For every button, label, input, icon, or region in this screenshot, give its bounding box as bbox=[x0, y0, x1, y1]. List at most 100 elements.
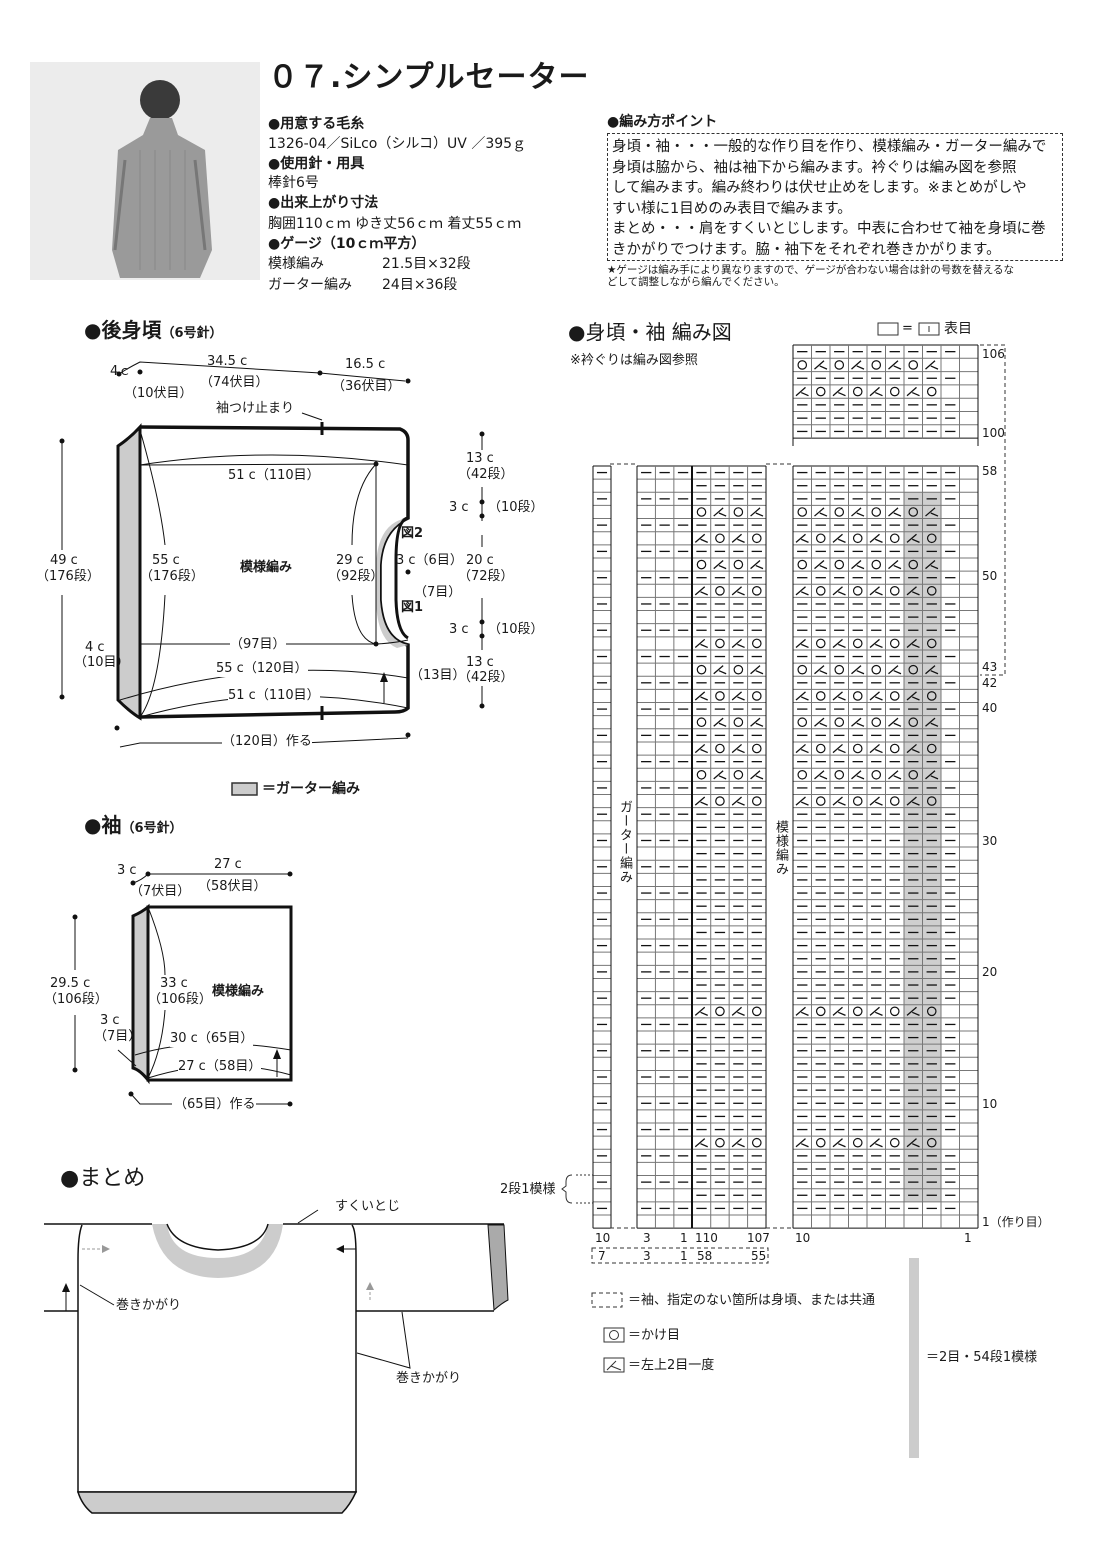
yarn-over-symbol bbox=[751, 638, 762, 649]
k2tog-symbol bbox=[731, 796, 745, 806]
k2tog-symbol bbox=[713, 559, 727, 570]
dim-label: （176段） bbox=[36, 569, 100, 584]
yarn-over-symbol bbox=[926, 743, 937, 754]
k2tog-symbol bbox=[925, 559, 939, 570]
yarn-over-symbol bbox=[852, 386, 863, 397]
yarn-over-symbol bbox=[889, 638, 900, 649]
yarn-over-symbol bbox=[926, 638, 937, 649]
gauge-label: 模様編み bbox=[268, 256, 324, 272]
dim-label: （7目） bbox=[414, 585, 462, 600]
yarn-over-symbol bbox=[889, 691, 900, 701]
row-label: 40 bbox=[982, 701, 998, 715]
col-label: 10 bbox=[595, 1231, 611, 1245]
sleeve-col-label: 58 bbox=[697, 1249, 713, 1263]
row-label: 1（作り目） bbox=[982, 1215, 1050, 1229]
dim-label: （97目） bbox=[230, 637, 286, 653]
col-label: 10 bbox=[795, 1231, 811, 1245]
row-label: 20 bbox=[982, 965, 998, 979]
knit-legend-label: 表目 bbox=[944, 321, 972, 337]
k2tog-symbol bbox=[869, 743, 883, 754]
yarn-over-symbol bbox=[889, 386, 900, 397]
k2tog-symbol bbox=[814, 507, 828, 517]
k2tog-symbol bbox=[888, 717, 902, 727]
yarn-heading: ●用意する毛糸 bbox=[268, 116, 365, 132]
yarn-over-symbol bbox=[889, 1137, 900, 1148]
back-needle: （6号針） bbox=[161, 326, 223, 341]
k2tog-symbol bbox=[694, 1138, 708, 1148]
sleeve-col-label: 1 bbox=[680, 1249, 688, 1263]
yarn-over-symbol bbox=[889, 1006, 900, 1017]
mattress-stitch-label: すくいとじ bbox=[335, 1199, 401, 1214]
row-label: 30 bbox=[982, 834, 998, 848]
sleeve-stop-label: 袖つけ止まり bbox=[216, 401, 295, 416]
yarn-over-symbol bbox=[815, 1137, 826, 1148]
gauge-note: ★ゲージは編み手により異なりますので、ゲージが合わない場合は針の号数を替えるな bbox=[607, 264, 1015, 276]
yarn-over-symbol bbox=[926, 1137, 937, 1148]
yarn-over-symbol bbox=[908, 769, 919, 780]
dim-label: （42段） bbox=[458, 670, 514, 685]
yarn-over-symbol bbox=[908, 507, 919, 517]
k2tog-symbol bbox=[832, 586, 846, 596]
cast-on-label: （65目）作る bbox=[174, 1097, 256, 1113]
yarn-over-symbol bbox=[908, 717, 919, 728]
k2tog-symbol bbox=[731, 1006, 745, 1016]
yarn-over-symbol bbox=[715, 533, 725, 544]
k2tog-symbol bbox=[851, 717, 865, 727]
k2tog-symbol bbox=[832, 386, 846, 397]
k2tog-symbol bbox=[795, 743, 809, 754]
yarn-over-symbol bbox=[908, 360, 919, 370]
k2tog-symbol bbox=[795, 386, 809, 397]
yarn-over-symbol bbox=[696, 664, 707, 675]
legend-shade-label: ＝2目・54段1模様 bbox=[926, 1350, 1038, 1365]
yarn-over-symbol bbox=[715, 691, 725, 701]
dim-label: （74伏目） bbox=[200, 375, 269, 390]
yarn-over-symbol bbox=[797, 507, 808, 517]
yarn-over-symbol bbox=[696, 717, 707, 728]
k2tog-symbol bbox=[869, 796, 883, 806]
k2tog-symbol bbox=[832, 638, 846, 649]
yarn-over-symbol bbox=[926, 796, 937, 806]
points-line: まとめ・・・肩をすくいとじします。中表に合わせて袖を身頃に巻 bbox=[612, 221, 1046, 237]
yarn-over-symbol bbox=[852, 638, 863, 649]
yarn-over-symbol bbox=[871, 769, 882, 780]
points-line: 身頃・袖・・・一般的な作り目を作り、模様編み・ガーター編みで bbox=[612, 139, 1047, 155]
finishing-diagram bbox=[44, 1209, 509, 1514]
yarn-over-symbol bbox=[871, 360, 882, 370]
points-line: すい様に1目めのみ表目で編みます。 bbox=[612, 200, 852, 217]
yarn-over-symbol bbox=[733, 507, 744, 517]
k2tog-symbol bbox=[750, 770, 764, 780]
whipstitch-label: 巻きかがり bbox=[116, 1298, 182, 1313]
yarn-over-symbol bbox=[889, 586, 900, 596]
k2tog-symbol bbox=[869, 586, 883, 596]
yarn-over-symbol bbox=[852, 1137, 863, 1148]
col-label: 1 bbox=[680, 1231, 688, 1245]
dim-label: （10段） bbox=[488, 500, 544, 515]
row-label: 58 bbox=[982, 464, 998, 478]
col-label: 3 bbox=[643, 1231, 651, 1245]
grid-continuation bbox=[792, 438, 979, 446]
k2tog-symbol bbox=[851, 360, 865, 370]
dim-label: 4ｃ bbox=[110, 364, 132, 379]
yarn-over-symbol bbox=[797, 664, 808, 675]
k2tog-symbol bbox=[925, 665, 939, 675]
k2tog-symbol bbox=[851, 665, 865, 675]
k2tog-symbol bbox=[795, 638, 809, 649]
yarn-over-symbol bbox=[871, 507, 882, 517]
yarn-over-symbol bbox=[834, 664, 845, 675]
yarn-over-symbol bbox=[815, 533, 826, 544]
k2tog-symbol bbox=[694, 743, 708, 754]
k2tog-symbol bbox=[925, 717, 939, 727]
dim-label: （58伏目） bbox=[198, 879, 267, 894]
chart-note: ※衿ぐりは編み図参照 bbox=[570, 353, 698, 368]
finish-title: ●まとめ bbox=[60, 1166, 146, 1191]
repeat-label: 2段1模様 bbox=[500, 1182, 556, 1197]
k2tog-symbol bbox=[906, 796, 920, 806]
needle-value: 棒針6号 bbox=[268, 175, 319, 191]
chart-decorations bbox=[561, 322, 1006, 1458]
k2tog-symbol bbox=[906, 743, 920, 754]
yarn-over-symbol bbox=[926, 691, 937, 701]
dim-label: （7目） bbox=[94, 1029, 142, 1044]
knitting-chart bbox=[592, 344, 979, 1229]
yarn-over-symbol bbox=[852, 691, 863, 701]
